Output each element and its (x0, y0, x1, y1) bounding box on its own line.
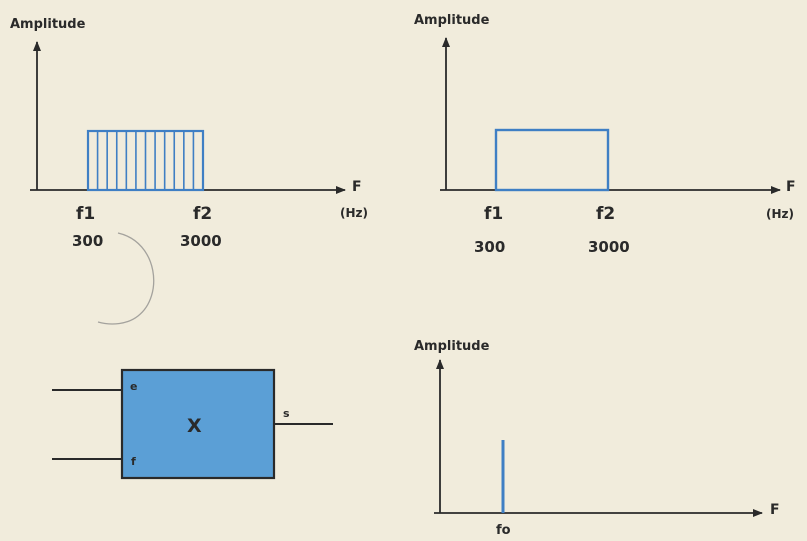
input-label-e: e (130, 380, 137, 393)
block-label: X (187, 415, 202, 437)
x-axis-label: F (770, 502, 780, 518)
panel-bottom-right: Amplitude F fo (414, 339, 780, 538)
unit-label: (Hz) (766, 207, 794, 221)
panel-top-left: Amplitude F (Hz) f1 f2 300 3000 (10, 17, 368, 250)
f2-marker-label: f2 (596, 204, 615, 224)
y-axis-label: Amplitude (414, 339, 490, 354)
output-label-s: s (283, 407, 290, 420)
unit-label: (Hz) (340, 206, 368, 220)
block-diagram: X e f s (52, 368, 333, 480)
f0-label: fo (496, 523, 511, 538)
spectrum-band (494, 128, 610, 192)
f2-value: 3000 (588, 238, 630, 256)
y-axis-label: Amplitude (10, 17, 86, 32)
f1-value: 300 (72, 232, 103, 250)
input-label-f: f (131, 455, 136, 468)
f2-value: 3000 (180, 232, 222, 250)
panel-top-right: Amplitude F (Hz) f1 f2 300 3000 (414, 13, 796, 256)
pencil-arc (97, 232, 155, 325)
sampled-spectrum (86, 129, 205, 192)
f1-marker-label: f1 (484, 204, 503, 224)
f1-marker-label: f1 (76, 204, 95, 224)
x-axis-label: F (352, 179, 362, 195)
x-axis-label: F (786, 179, 796, 195)
f2-marker-label: f2 (193, 204, 212, 224)
f1-value: 300 (474, 238, 505, 256)
y-axis-label: Amplitude (414, 13, 490, 28)
